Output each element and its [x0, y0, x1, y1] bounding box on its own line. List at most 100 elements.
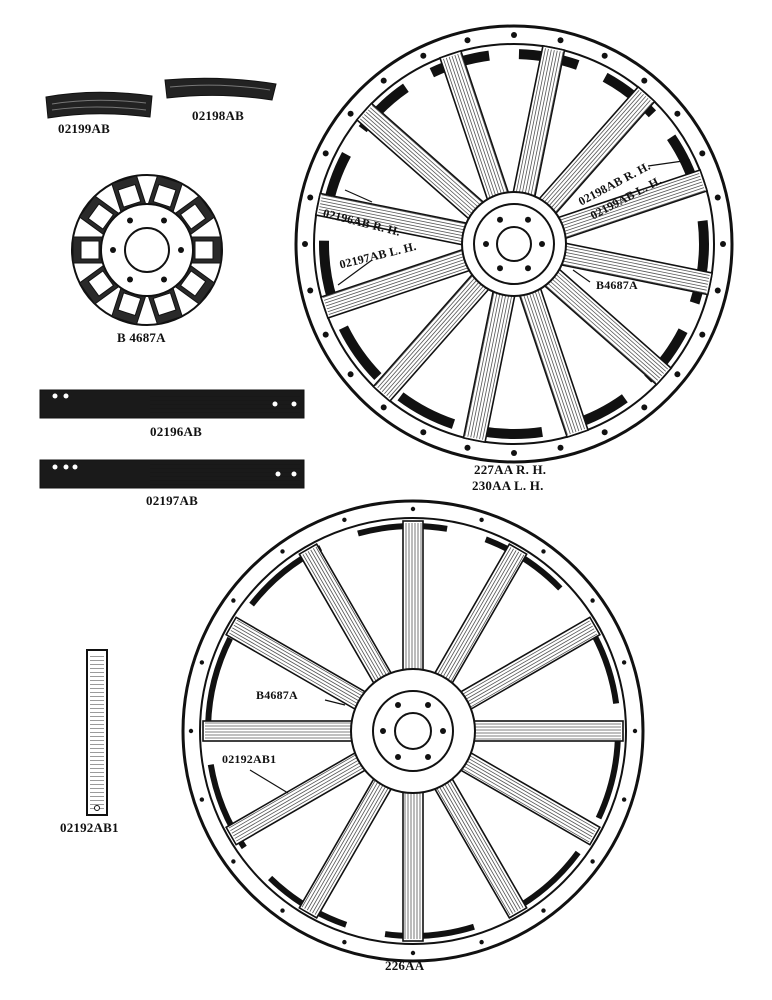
rivet: [674, 371, 681, 378]
wheel-spoke: [402, 785, 424, 942]
rivet: [425, 753, 431, 760]
rivet: [110, 247, 116, 253]
label-B4687A-hub: B 4687A: [117, 330, 166, 345]
rivet: [621, 660, 627, 665]
wheel-spoke: [467, 720, 624, 742]
rivet: [280, 908, 285, 913]
rivet: [199, 797, 205, 802]
rivet: [479, 517, 484, 523]
wheel-spoke: [462, 284, 517, 444]
rivet: [699, 331, 706, 338]
rivet: [161, 217, 167, 224]
rivet: [511, 32, 517, 38]
rivet: [420, 52, 427, 59]
label-02192AB1: 02192AB1: [60, 820, 119, 835]
callout-B4687A-rear: B4687A: [596, 278, 638, 292]
felloe-piece-02198AB: [164, 77, 277, 101]
rivet: [347, 371, 354, 378]
caption-230AA: 230AA L. H.: [472, 478, 544, 493]
wheel-spoke: [402, 520, 424, 677]
rivet: [322, 150, 329, 157]
wheel-spoke: [225, 616, 372, 714]
wheel-spoke: [511, 44, 566, 204]
rivet: [601, 429, 608, 436]
wheel-spoke: [516, 282, 590, 439]
rivet: [347, 110, 354, 117]
rivet: [307, 194, 314, 201]
rivet: [539, 241, 545, 247]
rivet: [632, 728, 638, 734]
caption-226AA: 226AA: [385, 958, 425, 973]
rivet: [714, 194, 721, 201]
rivet: [497, 265, 503, 272]
spoke-bar-02197AB: [39, 459, 305, 489]
rivet: [161, 276, 167, 283]
felloe-piece-02199AB: [45, 91, 153, 119]
rivet: [178, 247, 184, 253]
rivet: [601, 52, 608, 59]
spoke-02192AB1: [86, 649, 108, 816]
rivet: [699, 150, 706, 157]
rivet: [621, 797, 627, 802]
rivet: [127, 276, 133, 283]
hub-block: [72, 236, 104, 264]
rivet: [541, 908, 546, 913]
rivet: [641, 404, 648, 411]
rivet: [720, 241, 726, 247]
rivet: [420, 429, 427, 436]
rivet: [483, 241, 489, 247]
callout-B4687A-front: B4687A: [256, 688, 298, 702]
wheel-spoke: [539, 264, 673, 386]
rivet: [380, 77, 387, 84]
rivet: [511, 450, 517, 456]
wheel-spoke: [314, 192, 474, 247]
callout-02192AB1: 02192AB1: [222, 752, 277, 766]
rivet: [307, 287, 314, 294]
rivet: [557, 37, 564, 44]
rivet: [541, 549, 546, 554]
rivet: [525, 216, 531, 223]
wheel-spoke: [454, 616, 601, 714]
label-02198AB: 02198AB: [192, 108, 244, 123]
hub-block: [190, 236, 222, 264]
rivet: [479, 939, 484, 945]
rivet: [674, 110, 681, 117]
rivet: [641, 77, 648, 84]
rivet: [231, 859, 236, 864]
rear-wheel-227AA: [294, 24, 734, 464]
rivet: [188, 728, 194, 734]
rivet: [199, 660, 205, 665]
hub-flange-B4687A: [71, 174, 223, 326]
wheel-spoke: [298, 543, 396, 690]
caption-227AA: 227AA R. H.: [474, 462, 547, 477]
wheel-spoke: [438, 49, 512, 206]
rivet: [557, 444, 564, 451]
rivet: [342, 517, 347, 523]
leader-lines: [249, 159, 691, 794]
rivet: [127, 217, 133, 224]
label-02197AB: 02197AB: [146, 493, 198, 508]
spoke-bar-02196AB: [39, 389, 305, 419]
wheel-spoke: [372, 269, 494, 403]
rivet: [425, 702, 431, 709]
rivet: [590, 598, 595, 603]
rivet: [497, 216, 503, 223]
rivet: [380, 728, 386, 734]
rivet: [280, 549, 285, 554]
rivet: [302, 241, 308, 247]
rivet: [395, 753, 401, 760]
wheel-spoke: [202, 720, 359, 742]
rivet: [410, 950, 416, 956]
rivet: [342, 939, 347, 945]
rivet: [525, 265, 531, 272]
rivet: [590, 859, 595, 864]
rivet: [714, 287, 721, 294]
rivet: [464, 37, 471, 44]
label-02196AB: 02196AB: [150, 424, 202, 439]
hub-block: [111, 287, 147, 326]
label-02199AB: 02199AB: [58, 121, 110, 136]
hub-block: [111, 174, 147, 213]
rivet: [380, 404, 387, 411]
wheel-spoke: [430, 543, 528, 690]
